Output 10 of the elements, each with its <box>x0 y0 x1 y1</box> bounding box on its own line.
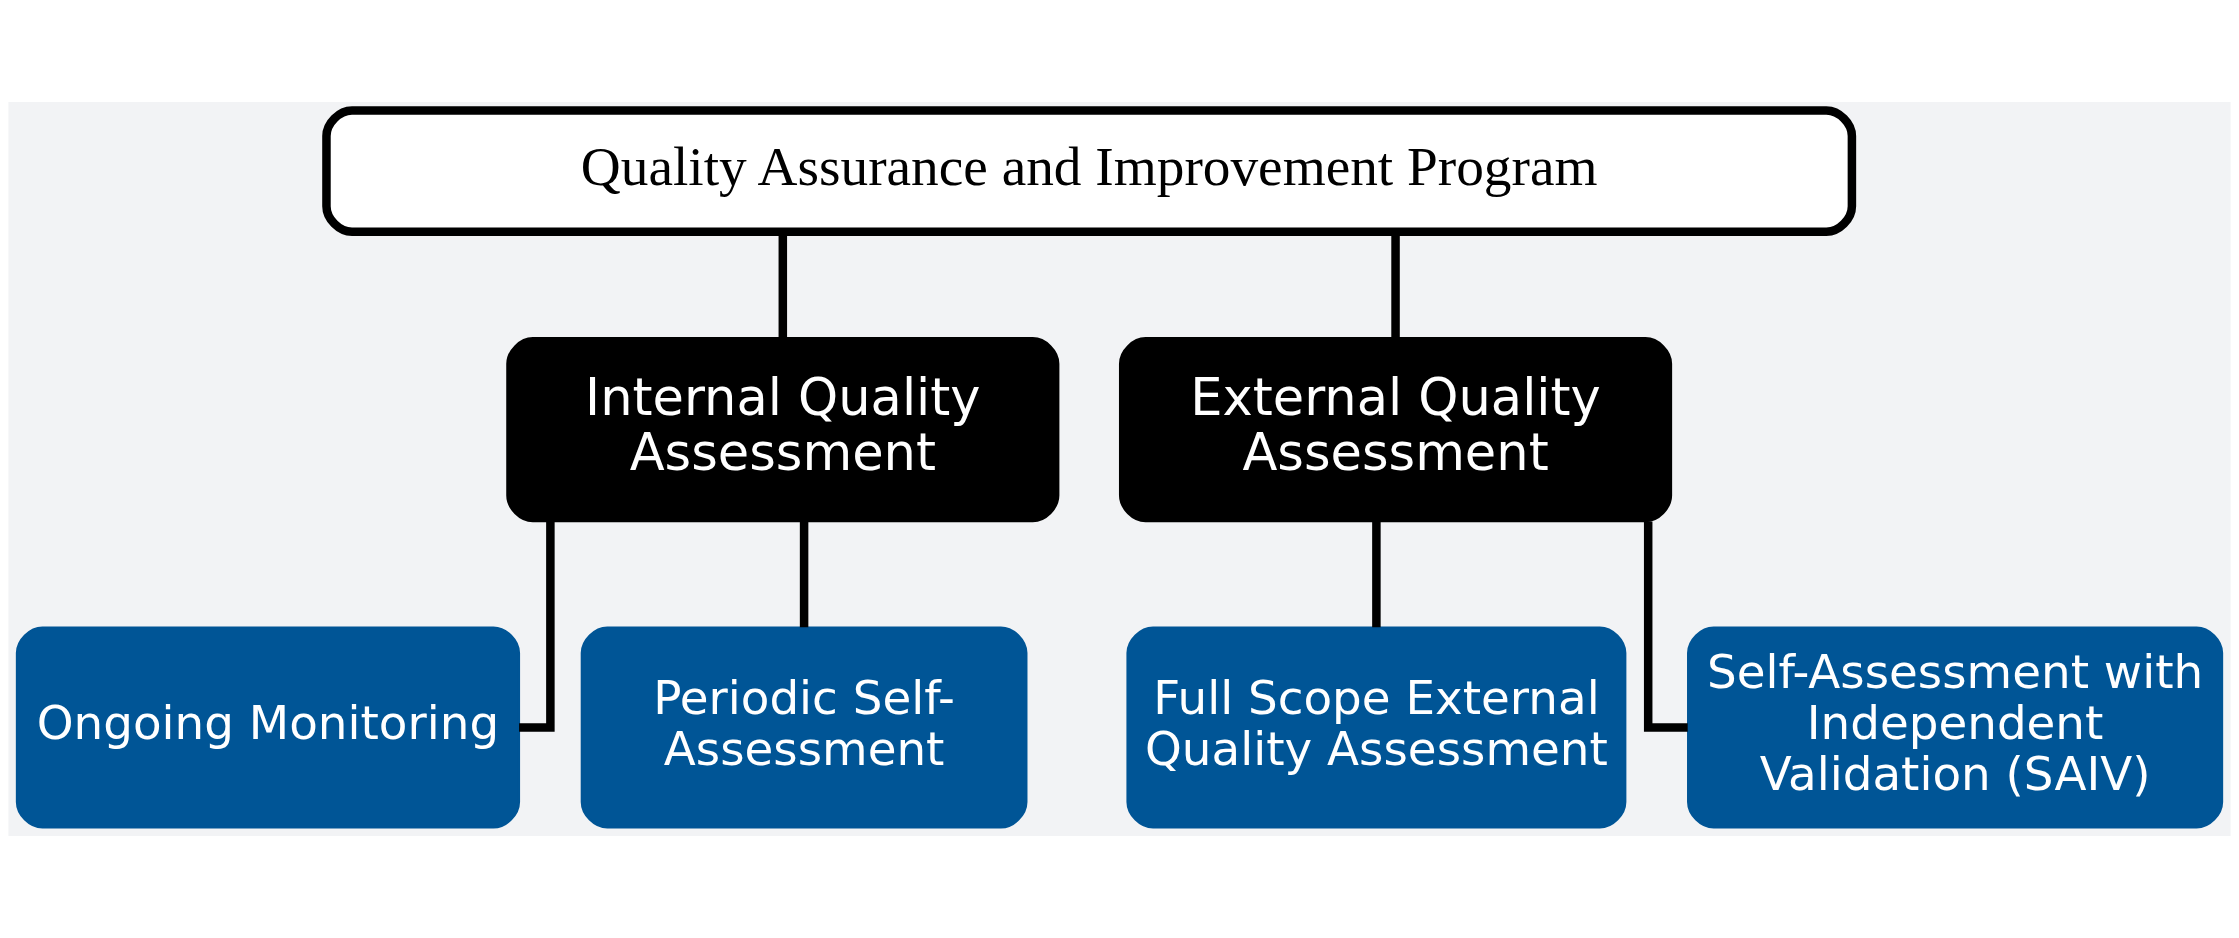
connector <box>799 521 809 628</box>
node-box: Ongoing Monitoring <box>15 626 521 829</box>
connector <box>1372 521 1381 628</box>
node-box: Periodic Self-Assessment <box>580 626 1028 829</box>
node-box: Self-Assessment with Independent Validation (SAIV) <box>1687 626 2224 829</box>
connector <box>519 521 555 732</box>
node-box: Internal Quality Assessment <box>506 337 1060 523</box>
node-box: Quality Assurance and Improvement Program <box>322 106 1857 237</box>
node-box: External Quality Assessment <box>1118 337 1673 523</box>
node-box: Full Scope External Quality Assessment <box>1126 626 1627 829</box>
